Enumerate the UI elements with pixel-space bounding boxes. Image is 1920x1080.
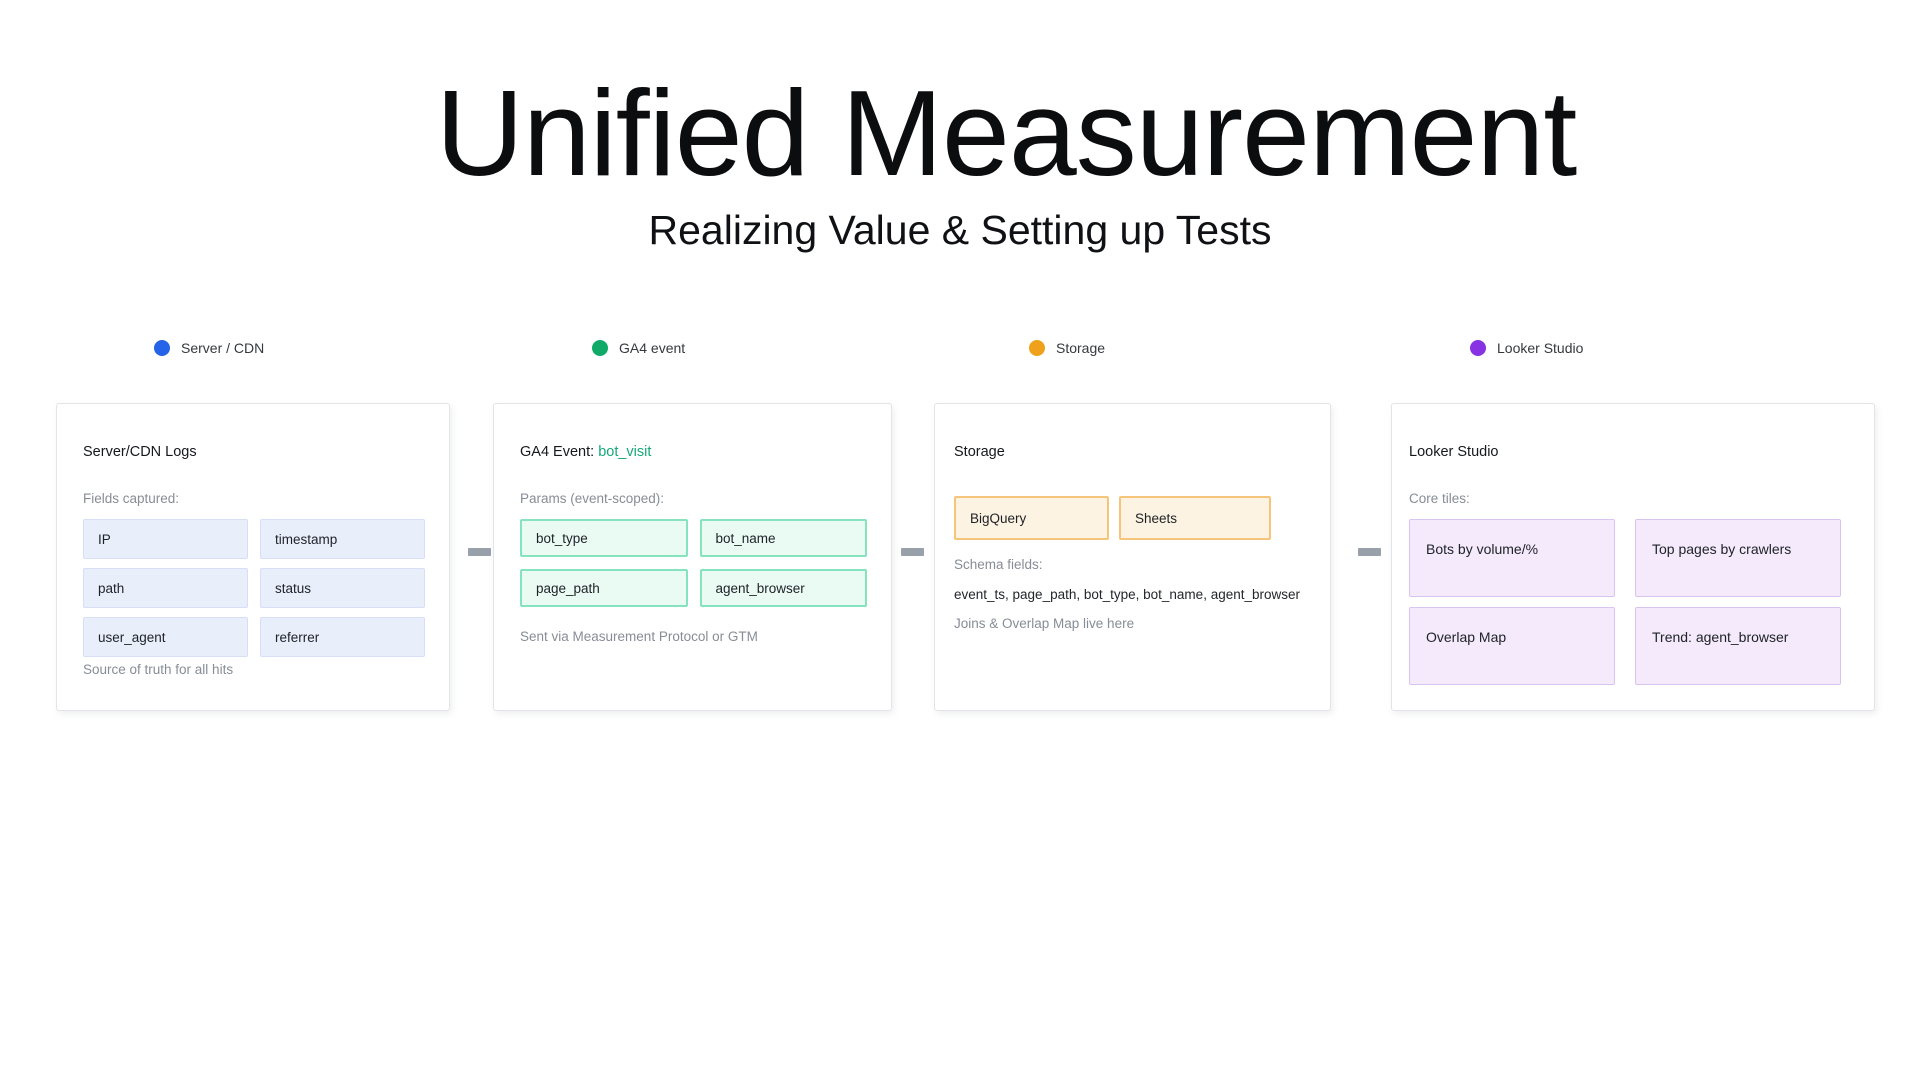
param-chip-bot-type: bot_type [520,519,688,557]
param-chip-page-path: page_path [520,569,688,607]
field-chip-ip: IP [83,519,248,559]
legend-label: GA4 event [619,340,686,356]
connector-dash [468,548,491,556]
field-chip-path: path [83,568,248,608]
panel-server-cdn-logs: Server/CDN Logs Fields captured: IP time… [56,403,450,711]
storage-footer-note: Joins & Overlap Map live here [954,616,1135,631]
param-chip-bot-name: bot_name [699,519,867,557]
storage-chip-bigquery: BigQuery [954,496,1109,540]
legend-item-storage: Storage [1029,340,1105,356]
ga4-event-dot-icon [592,340,608,356]
panel-title: Looker Studio [1409,444,1499,460]
panel-title: GA4 Event: bot_visit [520,444,867,461]
panel-title: Storage [954,444,1005,460]
page-title: Unified Measurement [435,65,1578,201]
ga4-event-name: bot_visit [598,444,652,460]
field-chip-timestamp: timestamp [260,519,425,559]
field-chip-status: status [260,568,425,608]
legend-label: Looker Studio [1497,340,1584,356]
storage-chip-sheets: Sheets [1119,496,1271,540]
tile-trend-agent-browser: Trend: agent_browser [1635,607,1841,685]
core-tiles-label: Core tiles: [1409,491,1470,506]
legend-label: Storage [1056,340,1106,356]
schema-fields-value: event_ts, page_path, bot_type, bot_name,… [954,587,1300,602]
field-chip-user-agent: user_agent [83,617,248,657]
panel-looker-studio: Looker Studio Core tiles: Bots by volume… [1391,403,1875,711]
tile-overlap-map: Overlap Map [1409,607,1615,685]
field-chip-referrer: referrer [260,617,425,657]
params-label: Params (event-scoped): [520,491,665,506]
looker-tiles-grid: Bots by volume/% Top pages by crawlers O… [1409,519,1857,685]
looker-studio-dot-icon [1470,340,1486,356]
ga4-params-grid: bot_type bot_name page_path agent_browse… [520,519,867,607]
tile-top-pages-crawlers: Top pages by crawlers [1635,519,1841,597]
legend-item-looker-studio: Looker Studio [1470,340,1583,356]
panel-storage: Storage BigQuery Sheets Schema fields: e… [934,403,1331,711]
legend-label: Server / CDN [181,340,265,356]
legend-item-ga4-event: GA4 event [592,340,685,356]
server-fields-grid: IP timestamp path status user_agent refe… [83,519,425,657]
storage-dot-icon [1029,340,1045,356]
connector-dash [1358,548,1381,556]
panel-title: Server/CDN Logs [83,444,197,460]
param-chip-agent-browser: agent_browser [699,569,867,607]
server-cdn-dot-icon [154,340,170,356]
ga4-footer-note: Sent via Measurement Protocol or GTM [520,629,758,644]
server-footer-note: Source of truth for all hits [83,662,234,677]
storage-chips-row: BigQuery Sheets [954,496,1311,540]
legend-item-server-cdn: Server / CDN [154,340,264,356]
connector-dash [901,548,924,556]
ga4-event-prefix: GA4 Event: [520,444,595,460]
page-subtitle: Realizing Value & Setting up Tests [648,207,1272,253]
schema-fields-label: Schema fields: [954,557,1043,572]
panel-ga4-event: GA4 Event: bot_visit Params (event-scope… [493,403,892,711]
fields-captured-label: Fields captured: [83,491,180,506]
tile-bots-by-volume: Bots by volume/% [1409,519,1615,597]
